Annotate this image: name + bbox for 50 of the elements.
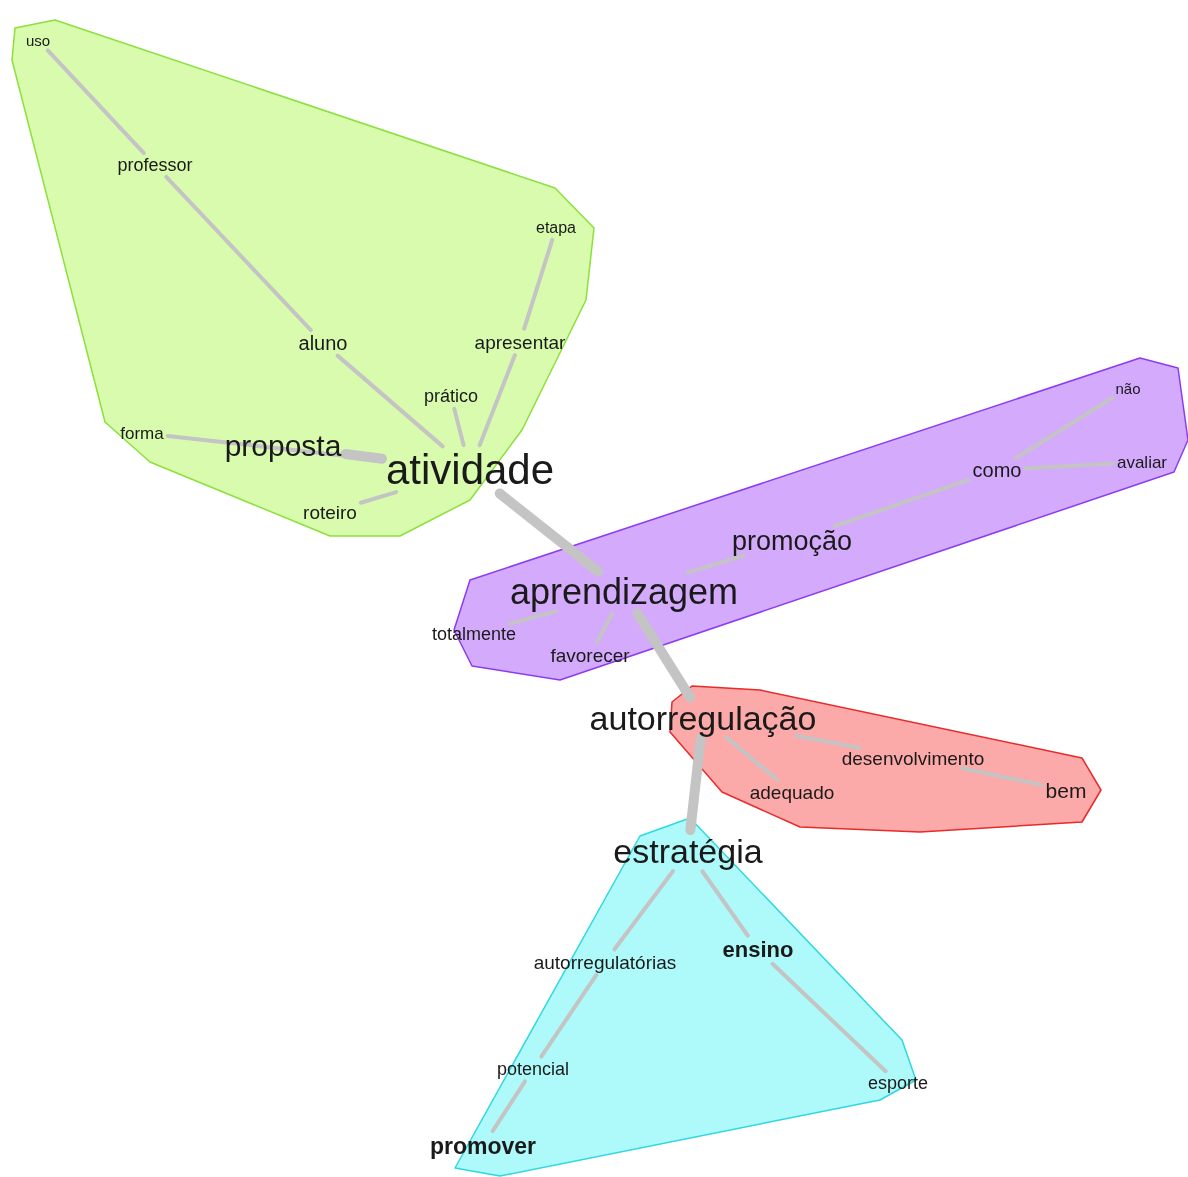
word-label: proposta bbox=[224, 431, 342, 461]
word-label: bem bbox=[1045, 779, 1087, 801]
connector-line bbox=[477, 353, 517, 448]
connector-line bbox=[794, 733, 862, 750]
word-label: estratégia bbox=[613, 834, 763, 868]
connector-line bbox=[1014, 395, 1115, 460]
word-label: professor bbox=[117, 156, 193, 174]
word-label: potencial bbox=[496, 1060, 570, 1078]
connector-line bbox=[960, 766, 1044, 787]
word-label: adequado bbox=[749, 782, 835, 802]
word-label: desenvolvimento bbox=[841, 748, 985, 768]
connector-line bbox=[595, 611, 615, 644]
word-label: aluno bbox=[298, 333, 348, 353]
word-label: autorregulatórias bbox=[533, 952, 677, 972]
word-label: apresentar bbox=[474, 332, 566, 352]
word-label: atividade bbox=[385, 449, 555, 491]
word-label: totalmente bbox=[431, 625, 517, 643]
connector-line bbox=[522, 237, 555, 331]
connector-line bbox=[724, 735, 780, 782]
connector-line bbox=[45, 48, 146, 156]
connector-line bbox=[490, 1079, 527, 1134]
connector-line bbox=[685, 733, 706, 836]
word-label: promover bbox=[429, 1134, 537, 1158]
connector-line bbox=[612, 869, 675, 952]
connector-line bbox=[632, 608, 696, 703]
connector-line bbox=[1023, 461, 1115, 471]
word-label: forma bbox=[120, 424, 164, 442]
word-label: favorecer bbox=[550, 645, 630, 665]
connector-line bbox=[164, 174, 313, 333]
word-label: avaliar bbox=[1116, 453, 1168, 471]
connector-line bbox=[358, 490, 399, 505]
word-label: aprendizagem bbox=[509, 574, 739, 610]
connector-line bbox=[539, 972, 599, 1059]
word-label: como bbox=[972, 460, 1022, 480]
connector-line bbox=[770, 961, 888, 1074]
connector-line bbox=[452, 406, 466, 448]
connector-line bbox=[335, 353, 445, 449]
word-label: etapa bbox=[536, 220, 576, 236]
connector-line bbox=[340, 449, 387, 464]
connector-line bbox=[832, 477, 971, 529]
word-label: roteiro bbox=[303, 502, 357, 522]
word-label: prático bbox=[424, 387, 478, 405]
connector-line bbox=[685, 553, 746, 575]
word-label: uso bbox=[25, 32, 51, 48]
word-label: ensino bbox=[722, 939, 794, 961]
connector-line bbox=[508, 609, 558, 626]
word-label: não bbox=[1115, 380, 1141, 396]
word-label: promoção bbox=[731, 527, 853, 555]
connector-line bbox=[700, 869, 750, 938]
word-label: autorregulação bbox=[589, 701, 817, 735]
